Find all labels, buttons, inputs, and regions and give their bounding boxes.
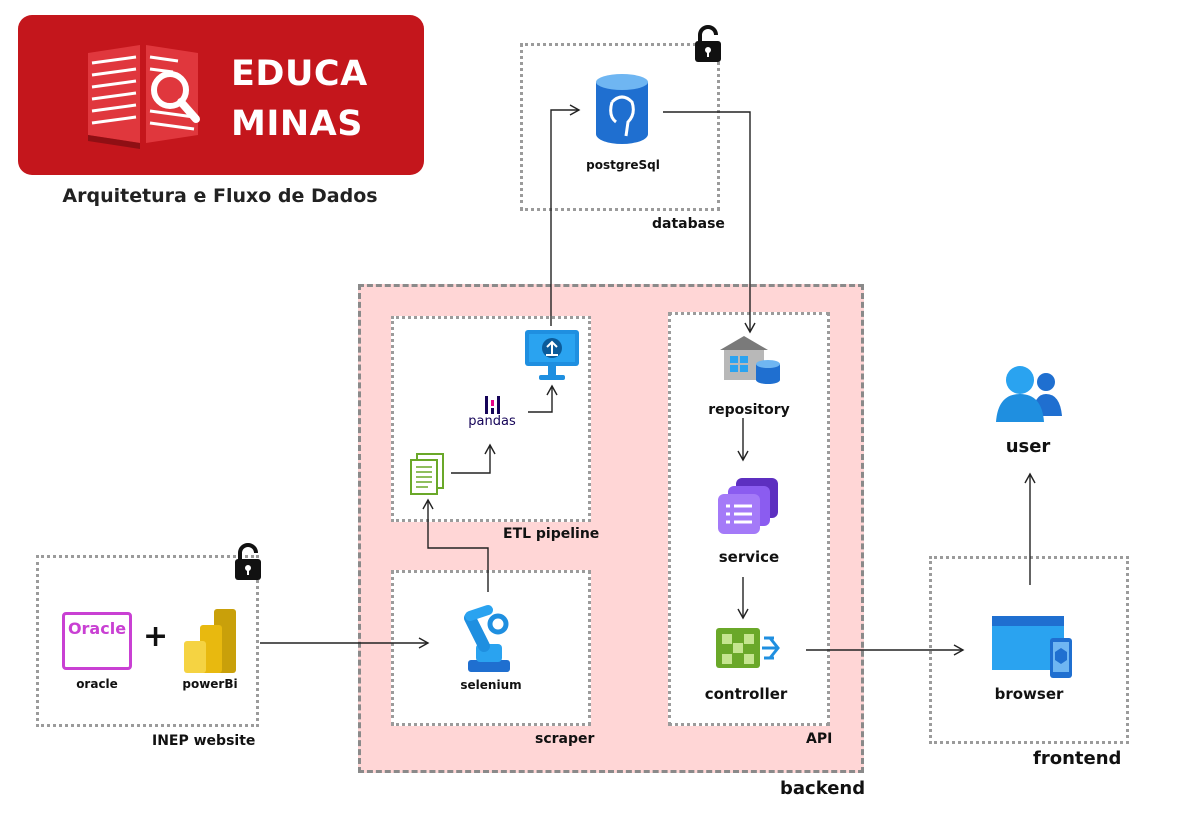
service-icon: [718, 478, 778, 534]
repository-label: repository: [708, 402, 790, 418]
browser-icon: [992, 616, 1072, 678]
pandas-label: pandas: [468, 414, 516, 429]
scraper-label: scraper: [535, 731, 595, 747]
pandas-icon: [485, 396, 500, 414]
logo-line-2: MINAS: [231, 104, 363, 144]
book-search-icon: [88, 45, 200, 149]
user-icon: [996, 366, 1062, 422]
document-icon: [410, 453, 444, 495]
api-label: API: [806, 731, 833, 747]
diagram-subtitle: Arquitetura e Fluxo de Dados: [62, 185, 378, 207]
postgresql-icon: [596, 74, 648, 144]
oracle-logo-text: Oracle: [67, 619, 127, 638]
plus-sign: +: [143, 619, 169, 654]
inep-website-label: INEP website: [152, 733, 256, 749]
postgresql-label: postgreSql: [586, 158, 660, 172]
lock-icon: [235, 543, 261, 580]
repository-icon: [720, 336, 780, 384]
controller-icon: [716, 628, 780, 668]
database-group: [520, 43, 720, 211]
user-label: user: [1005, 436, 1051, 457]
logo-text: EDUCA MINAS: [231, 49, 368, 149]
powerbi-label: powerBi: [182, 677, 238, 691]
database-label: database: [652, 216, 725, 232]
selenium-robot-arm-icon: [464, 605, 510, 672]
etl-pipeline-label: ETL pipeline: [503, 526, 600, 542]
selenium-label: selenium: [460, 678, 522, 692]
backend-label: backend: [780, 778, 866, 799]
lock-icon: [695, 25, 721, 62]
powerbi-icon: [184, 609, 236, 673]
browser-label: browser: [994, 685, 1064, 703]
controller-label: controller: [704, 685, 788, 703]
educa-minas-logo: EDUCA MINAS: [18, 15, 424, 175]
logo-line-1: EDUCA: [231, 54, 368, 94]
frontend-label: frontend: [1033, 748, 1122, 769]
oracle-logo-box: Oracle: [62, 612, 132, 670]
service-label: service: [718, 548, 780, 566]
oracle-label: oracle: [76, 677, 118, 691]
upload-monitor-icon: [525, 330, 579, 380]
